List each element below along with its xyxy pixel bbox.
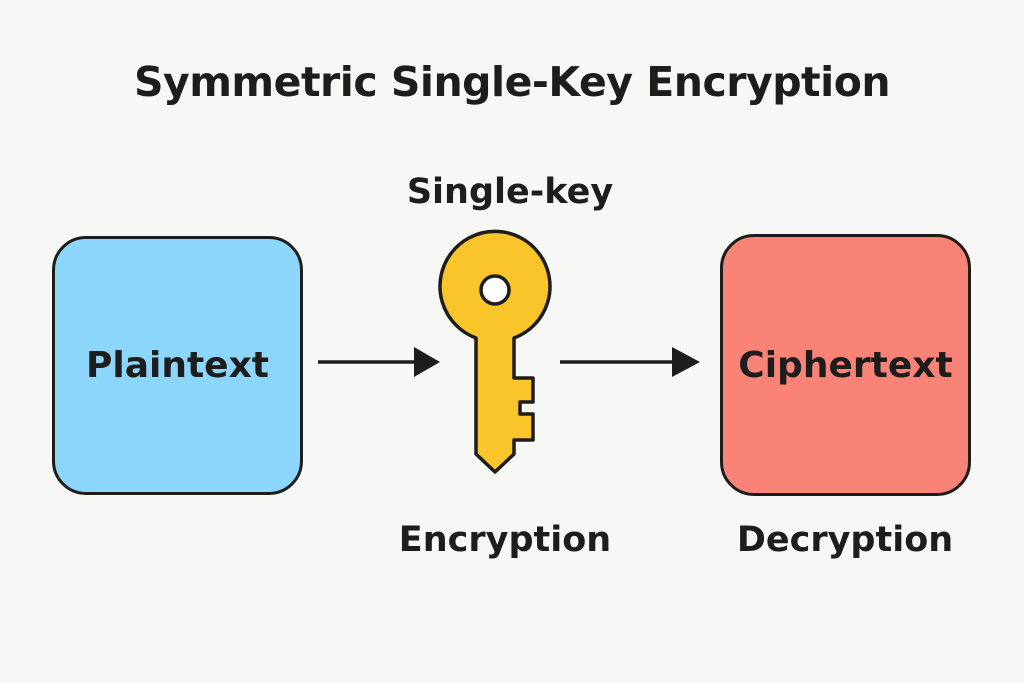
decryption-label: Decryption [736,520,954,560]
arrow-key-to-ciphertext [560,347,700,377]
key-hole [479,274,511,306]
ciphertext-box: Ciphertext [720,234,971,496]
arrowhead [672,347,700,377]
plaintext-box: Plaintext [52,236,303,495]
arrowhead [414,347,440,377]
diagram-title: Symmetric Single-Key Encryption [133,58,891,106]
key-icon [438,229,552,474]
encryption-label: Encryption [398,520,612,560]
arrow-plaintext-to-key [318,347,440,377]
plaintext-label: Plaintext [85,345,270,386]
ciphertext-label: Ciphertext [738,344,953,386]
single-key-label: Single-key [406,172,614,212]
